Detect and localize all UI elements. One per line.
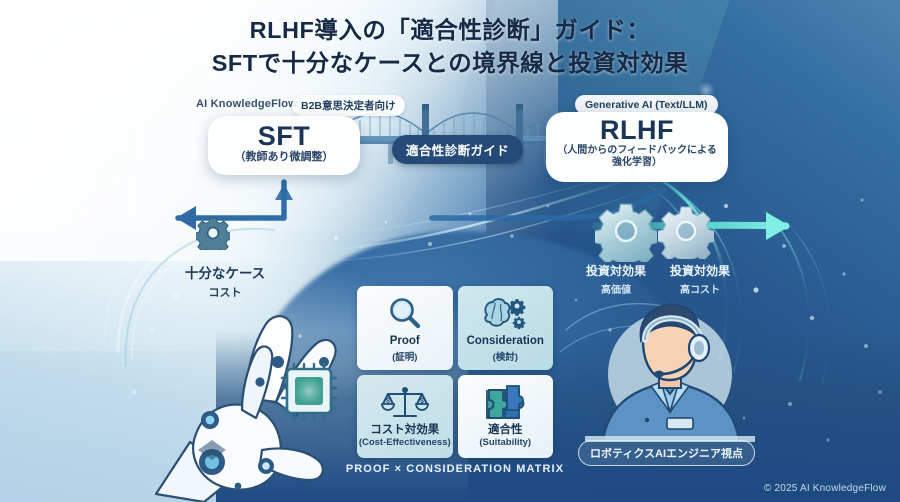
matrix-cell-cost-effectiveness[interactable]: $ $ コスト対効果 (Cost-Effectiveness) xyxy=(357,374,453,458)
gear-icon xyxy=(595,203,657,262)
brain-gears-icon xyxy=(481,293,529,335)
left-cluster-label: 十分なケース コスト xyxy=(150,262,300,300)
copyright-text: © 2025 AI KnowledgeFlow xyxy=(763,483,886,494)
puzzle-icon xyxy=(483,382,527,424)
magnifier-icon xyxy=(386,293,424,335)
matrix-cell-proof[interactable]: Proof (証明) xyxy=(357,286,453,370)
matrix-cell-proof-title: Proof xyxy=(389,335,420,347)
bridge-label-badge: 適合性診断ガイド xyxy=(392,135,524,164)
node-rlhf[interactable]: RLHF （人間からのフィードバックによる 強化学習） xyxy=(546,112,728,182)
microchip-icon xyxy=(280,362,338,422)
audience-badge: B2B意思決定者向け xyxy=(292,95,405,116)
matrix-caption: PROOF × CONSIDERATION MATRIX xyxy=(345,463,565,475)
engineer-illustration xyxy=(585,303,755,442)
gear-icon xyxy=(658,206,714,259)
gear-icon xyxy=(196,217,230,250)
right-cluster-labels: 投資対効果 高価値 投資対効果 高コスト xyxy=(578,262,738,296)
node-rlhf-subtitle-line-2: 強化学習） xyxy=(612,156,662,168)
right-cluster-item-0-subtitle: 高価値 xyxy=(601,285,631,296)
left-cluster-title: 十分なケース xyxy=(184,266,266,281)
right-cluster-item-1-subtitle: 高コスト xyxy=(680,285,720,296)
robot-hand-illustration xyxy=(154,315,338,502)
node-rlhf-title: RLHF xyxy=(600,115,674,145)
matrix-cell-suitability[interactable]: 適合性 (Suitability) xyxy=(457,374,553,458)
svg-text:$: $ xyxy=(386,398,390,405)
right-cluster-item-1: 投資対効果 高コスト xyxy=(662,262,738,296)
matrix-cell-consideration[interactable]: Consideration (検討) xyxy=(457,286,553,370)
node-sft[interactable]: SFT （教師あり微調整） xyxy=(208,116,360,175)
matrix-cell-consideration-subtitle: (検討) xyxy=(492,351,518,363)
persona-badge: ロボティクスAIエンジニア視点 xyxy=(578,440,756,466)
matrix-cell-consideration-title: Consideration xyxy=(466,335,544,347)
proof-consideration-matrix: Proof (証明) xyxy=(357,286,553,458)
matrix-cell-cost-title: コスト対効果 xyxy=(370,423,440,436)
domain-badge: Generative AI (Text/LLM) xyxy=(575,95,718,114)
page-title-line-2: SFTで十分なケースとの境界線と投資対効果 xyxy=(211,50,689,77)
matrix-cell-suitability-subtitle: (Suitability) xyxy=(479,437,532,449)
balance-scale-icon: $ $ xyxy=(380,382,430,424)
matrix-cell-cost-subtitle: (Cost-Effectiveness) xyxy=(358,437,451,449)
node-sft-subtitle: （教師あり微調整） xyxy=(234,151,334,163)
node-sft-title: SFT xyxy=(257,121,311,151)
right-cluster-item-1-title: 投資対効果 xyxy=(669,264,730,278)
matrix-cell-suitability-title: 適合性 xyxy=(488,423,523,436)
svg-text:$: $ xyxy=(420,398,424,405)
left-cluster-subtitle: コスト xyxy=(208,287,242,299)
flow-arrow-left xyxy=(175,179,293,230)
brand-label: AI KnowledgeFlow xyxy=(196,98,297,110)
page-title: RLHF導入の「適合性診断」ガイド： SFTで十分なケースとの境界線と投資対効果 xyxy=(0,14,900,81)
right-cluster-item-0: 投資対効果 高価値 xyxy=(578,262,654,296)
matrix-cell-proof-subtitle: (証明) xyxy=(392,351,418,363)
right-cluster-item-0-title: 投資対効果 xyxy=(585,264,646,278)
page-title-line-1: RLHF導入の「適合性診断」ガイド： xyxy=(249,17,651,43)
node-rlhf-subtitle-line-1: （人間からのフィードバックによる xyxy=(557,145,717,156)
